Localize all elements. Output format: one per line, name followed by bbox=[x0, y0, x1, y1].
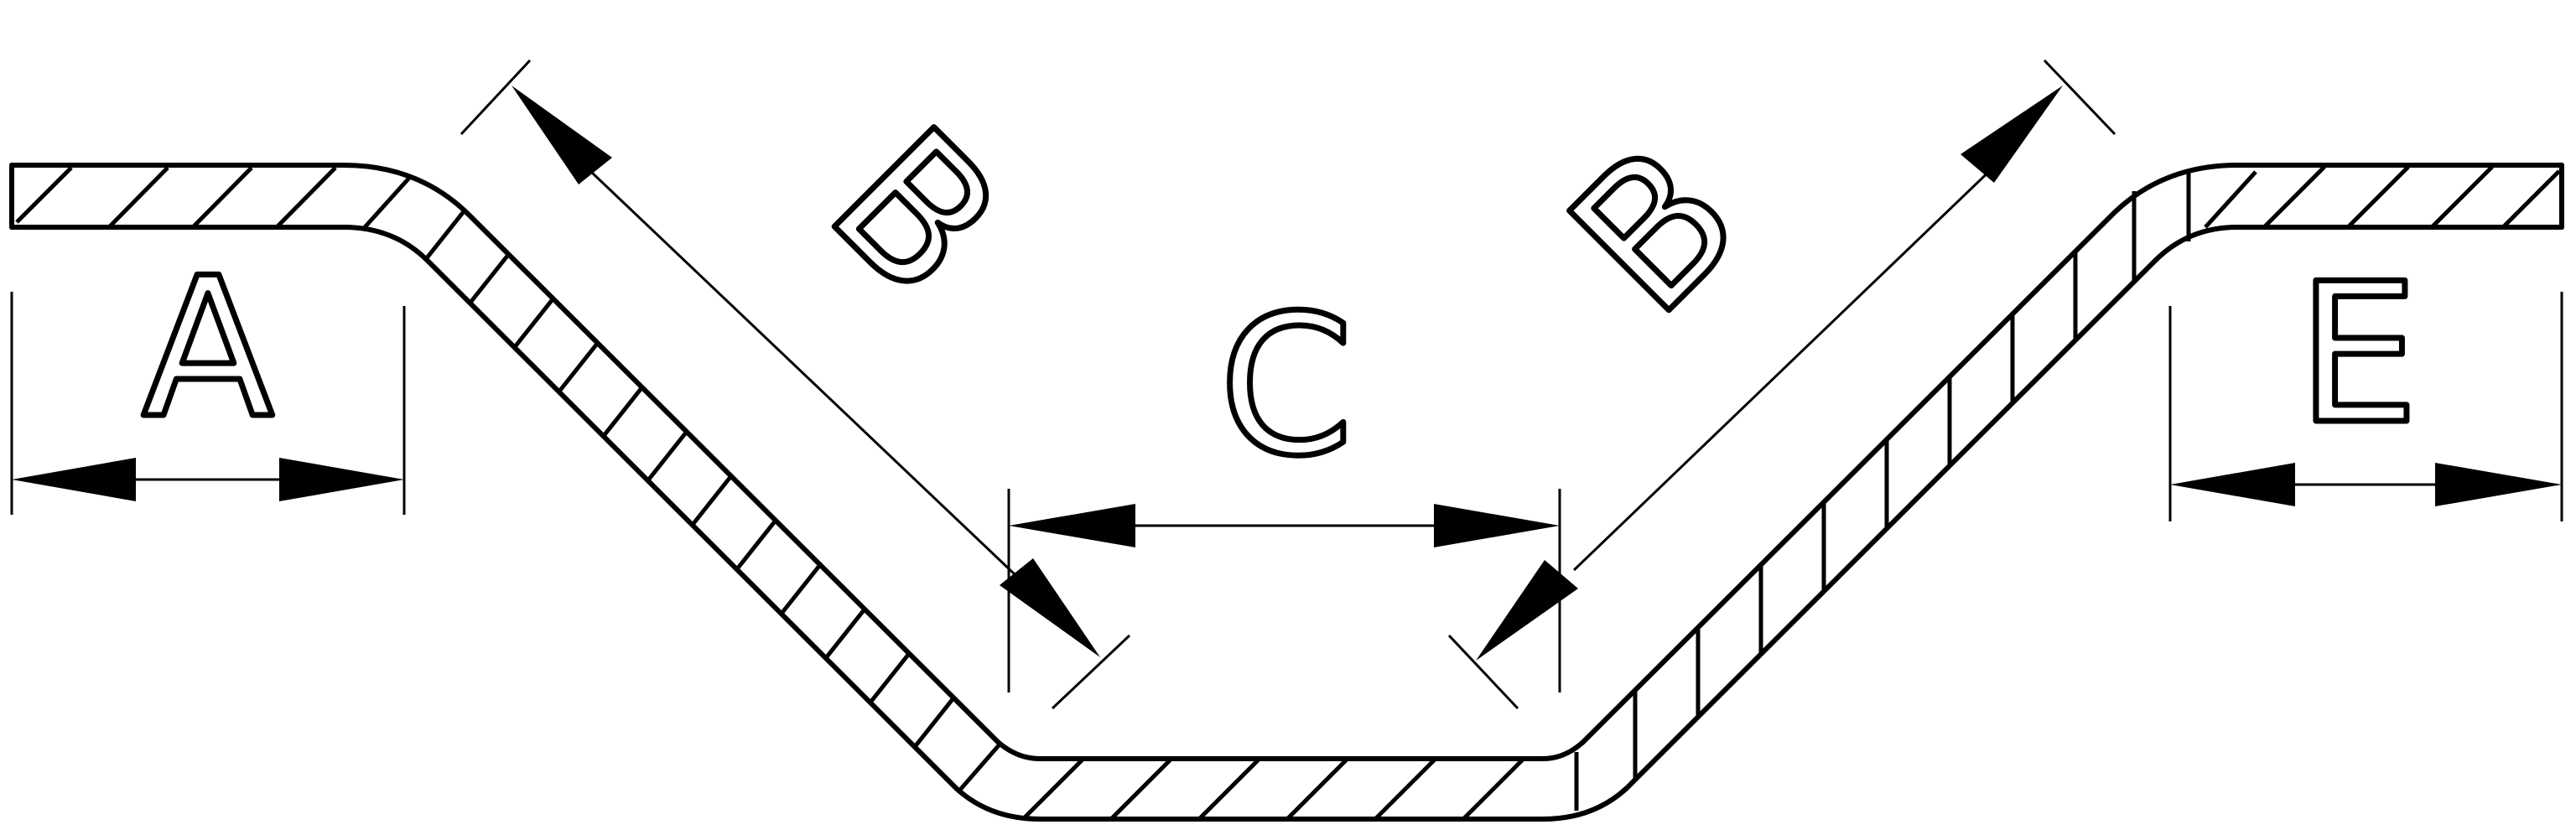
dimension-a: A bbox=[10, 235, 406, 515]
dimension-label-b-right: B bbox=[1530, 104, 1781, 355]
dimension-label-a: A bbox=[142, 237, 273, 461]
dimension-arrow bbox=[1476, 560, 1578, 661]
dimension-arrow bbox=[2170, 463, 2295, 506]
dimension-arrow bbox=[1009, 504, 1135, 547]
dimension-arrow bbox=[2435, 463, 2562, 506]
dimension-arrow bbox=[1434, 504, 1560, 547]
dimension-arrow bbox=[279, 458, 404, 501]
profile-section bbox=[9, 163, 2564, 822]
dimension-arrow bbox=[1000, 558, 1100, 657]
profile-outline-bottom bbox=[9, 225, 2564, 822]
dimension-label-b-left: B bbox=[788, 87, 1040, 339]
dimension-label-e: E bbox=[2297, 243, 2418, 467]
dimension-arrow bbox=[1961, 86, 2063, 183]
dimension-e: E bbox=[2168, 241, 2563, 521]
dimension-b-right: B bbox=[1447, 59, 2116, 710]
dimension-b-left: B bbox=[460, 59, 1131, 710]
dimension-arrow bbox=[512, 86, 612, 184]
dimension-arrow bbox=[12, 458, 136, 501]
section-hatching bbox=[15, 165, 2561, 821]
dimension-label-c: C bbox=[1219, 275, 1354, 499]
dimension-c: C bbox=[1007, 272, 1561, 692]
profile-outline-top bbox=[9, 163, 2564, 761]
